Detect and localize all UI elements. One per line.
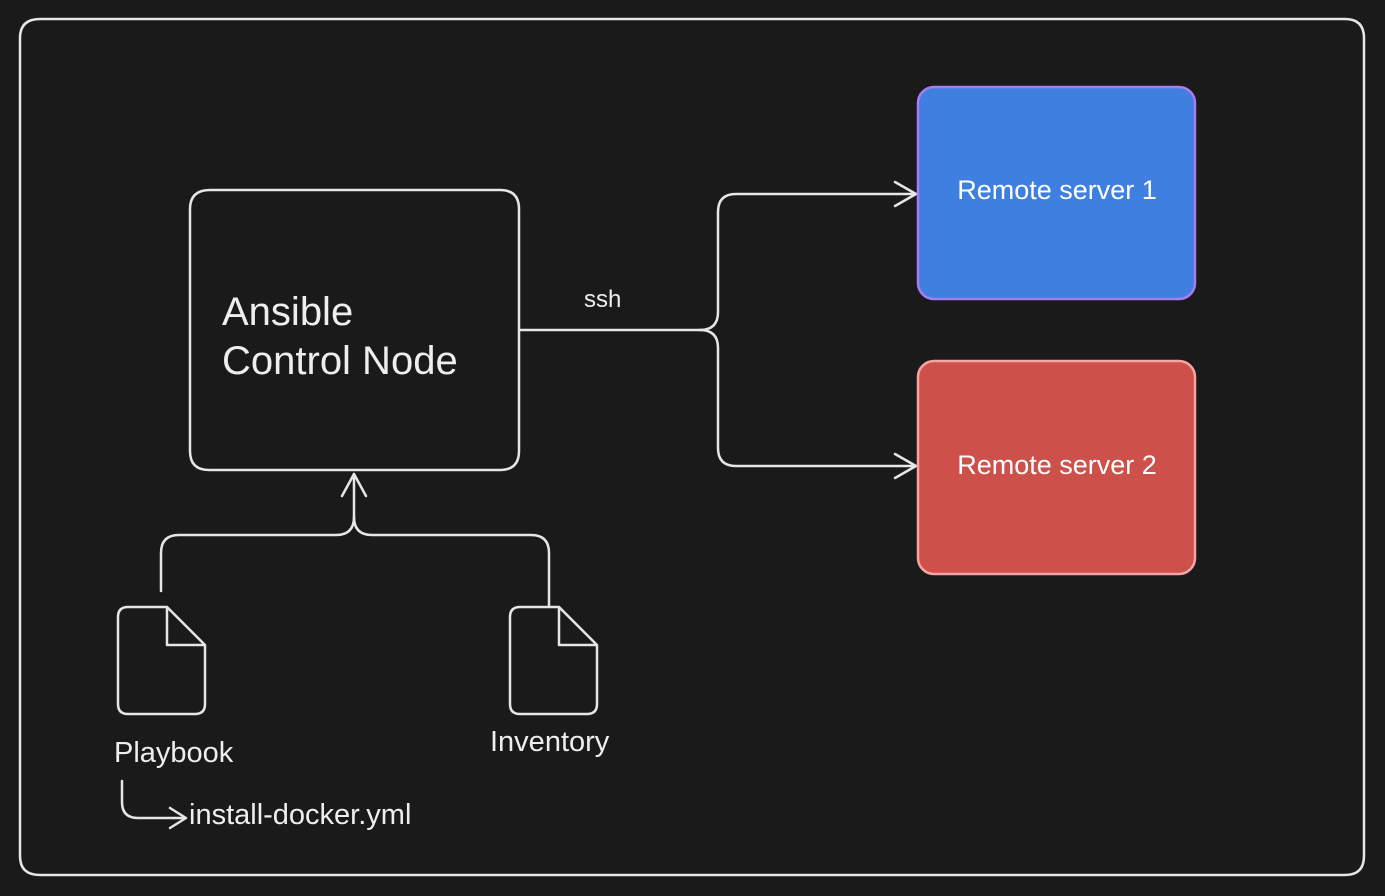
control-node-label-line-2: Control Node — [222, 339, 458, 383]
inventory-file-icon — [508, 605, 599, 716]
playbook-file-arrow — [120, 779, 186, 820]
ssh-connector-line — [518, 192, 916, 332]
arrowhead-control-node — [340, 472, 368, 498]
outer-frame — [18, 17, 1366, 877]
playbook-label: Playbook — [114, 737, 234, 769]
playbook-file-arrowhead — [168, 806, 188, 830]
ssh-connector-branch — [698, 328, 916, 468]
control-node-label: Ansible Control Node — [222, 288, 458, 386]
playbook-file-icon — [116, 605, 207, 716]
control-node-label-line-1: Ansible — [222, 290, 354, 334]
arrowhead-server-2 — [893, 452, 918, 480]
remote-server-2-label: Remote server 2 — [957, 450, 1157, 480]
control-node-box — [188, 188, 521, 472]
remote-server-1-label: Remote server 1 — [957, 175, 1157, 205]
inventory-connector-line — [352, 515, 551, 608]
inventory-label: Inventory — [490, 726, 610, 758]
remote-server-1-box — [916, 85, 1197, 301]
playbook-connector-line — [159, 472, 356, 593]
ssh-label: ssh — [584, 286, 622, 313]
remote-server-2-box — [916, 359, 1197, 576]
playbook-file-label: install-docker.yml — [189, 799, 412, 831]
arrowhead-server-1 — [893, 180, 918, 208]
